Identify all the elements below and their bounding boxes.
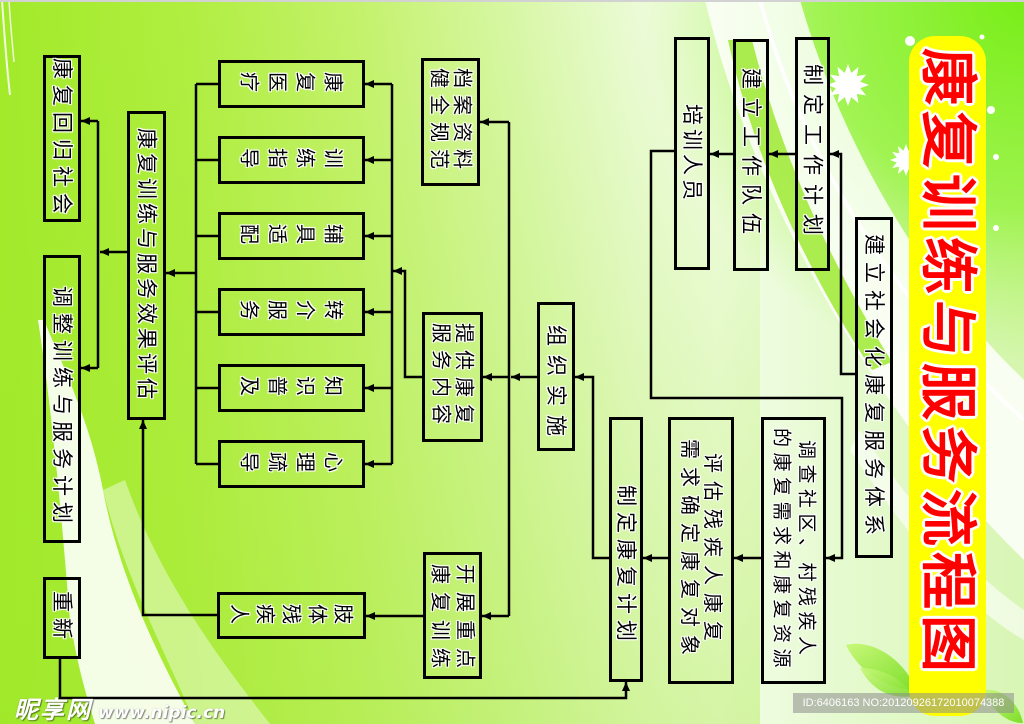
top-edge-line [0,0,1024,2]
leaf-icon [860,667,913,697]
white-streak-left-2 [8,0,15,63]
service-item-label: 训练指导 [237,148,346,168]
white-swoosh-bottom-left [38,320,195,724]
node-label-line: 提供康复 [452,323,477,431]
service-item: 心理疏导 [218,440,365,488]
node-label: 制定康复计划 [614,485,638,647]
node-label: 评估残疾人康复 需求确定康复对象 [678,438,725,663]
white-streak-left [1,0,11,96]
node-label-line: 需求确定康复对象 [678,438,702,663]
node-build-system: 建立社会化康复服务体系 [855,217,893,558]
service-item: 康复医疗 [218,60,365,108]
node-label-line: 健全规范 [427,68,452,176]
node-label-line: 建立社会化康复服务体系 [862,233,886,542]
service-item: 转介服务 [218,288,365,336]
arrow-physical-to-evaluation [139,420,217,617]
service-item-label: 转介服务 [237,300,346,320]
watermark-site: 昵享网 www.nipic.cn [14,690,225,724]
node-implement: 组织实施 [537,302,575,451]
node-label: 档案资料 健全规范 [427,68,475,176]
node-label-line: 档案资料 [450,68,475,176]
arrow-train-staff-to-survey [649,149,844,562]
node-label: 组织实施 [544,325,568,445]
leaf-icon [846,643,916,690]
node-label-line: 服务内容 [429,323,454,431]
node-label: 调查社区、村残疾人 的康复需求和康复资源 [769,428,819,673]
node-label: 培训人员 [680,104,704,204]
node-label: 建立工作队伍 [739,68,763,242]
green-band-swoosh [728,40,892,370]
node-assess: 评估残疾人康复 需求确定康复对象 [668,417,734,684]
arrow-services-to-items-bus [393,267,422,379]
node-label-line: 康复训练与服务效果评估 [134,128,159,403]
node-key-training: 开展重点 康复训练 [423,552,482,679]
node-label-line: 开展重点 [453,563,478,676]
node-label: 康复回归社会 [50,58,74,220]
service-item: 辅具适配 [218,212,365,260]
node-archives: 档案资料 健全规范 [421,58,480,186]
arrow-restart-to-rehab-plan [58,659,630,700]
node-label: 开展重点 康复训练 [428,564,478,676]
dot-icon [993,225,999,231]
node-label-line: 的康复需求和康复资源 [770,427,793,673]
flower-icon [827,64,869,106]
pale-swoosh-bottom-left [103,480,270,724]
node-label-line: 制定康复计划 [614,484,638,647]
node-label-line: 重新 [50,591,74,645]
service-item: 知识普及 [218,364,365,412]
node-work-team: 建立工作队伍 [733,39,769,271]
node-services: 提供康复 服务内容 [422,312,483,442]
node-label-line: 康复训练 [428,563,453,676]
title-banner: 康复训练与服务流程图 [909,36,986,716]
service-item-label: 辅具适配 [237,224,346,244]
dot-icon [993,154,999,160]
node-label: 肢体残疾人 [227,603,356,624]
node-label: 制定工作计划 [801,64,825,244]
watermark-site-name: 昵享网 [14,696,92,724]
node-survey: 调查社区、村残疾人 的康复需求和康复资源 [761,417,826,684]
node-restart: 重新 [43,577,81,659]
node-label-line: 培训人员 [680,103,704,204]
node-label-line: 制定工作计划 [800,64,825,244]
watermark-site-url: www.nipic.cn [98,703,226,723]
node-work-plan: 制定工作计划 [795,37,830,271]
arrow-rehab-plan-to-implement [575,373,609,560]
node-label-line: 评估残疾人康复 [701,452,725,649]
node-label: 康复训练与服务效果评估 [135,128,159,403]
service-item-label: 知识普及 [237,376,346,396]
flower-icon [890,144,922,176]
node-label: 调整训练与服务计划 [50,286,74,529]
node-label: 建立社会化康复服务体系 [862,234,886,542]
node-label-line: 康复回归社会 [50,57,74,220]
dot-icon [905,36,915,46]
node-adjust-plan: 调整训练与服务计划 [43,255,81,543]
page-title: 康复训练与服务流程图 [914,48,981,678]
service-item: 训练指导 [218,136,365,184]
node-physical-disability: 肢体残疾人 [217,592,366,639]
service-item-label: 康复医疗 [237,72,346,92]
node-label-line: 组织实施 [544,324,568,445]
service-item-label: 心理疏导 [237,452,346,472]
node-label: 重新 [50,591,74,645]
dot-icon [979,34,985,40]
node-evaluation: 康复训练与服务效果评估 [127,111,166,420]
node-label-line: 建立工作队伍 [739,68,763,242]
dot-icon [987,106,995,114]
node-return-society: 康复回归社会 [43,55,81,222]
node-label-line: 调查社区、村残疾人 [795,440,818,661]
node-train-staff: 培训人员 [674,37,710,270]
arrow-build-system-to-work-plan [830,150,855,376]
node-label: 提供康复 服务内容 [429,323,477,431]
watermark-id: ID:6406163 NO:20120926172010074388 [793,693,1014,713]
node-label-line: 调整训练与服务计划 [50,285,74,529]
node-rehab-plan: 制定康复计划 [609,417,643,682]
